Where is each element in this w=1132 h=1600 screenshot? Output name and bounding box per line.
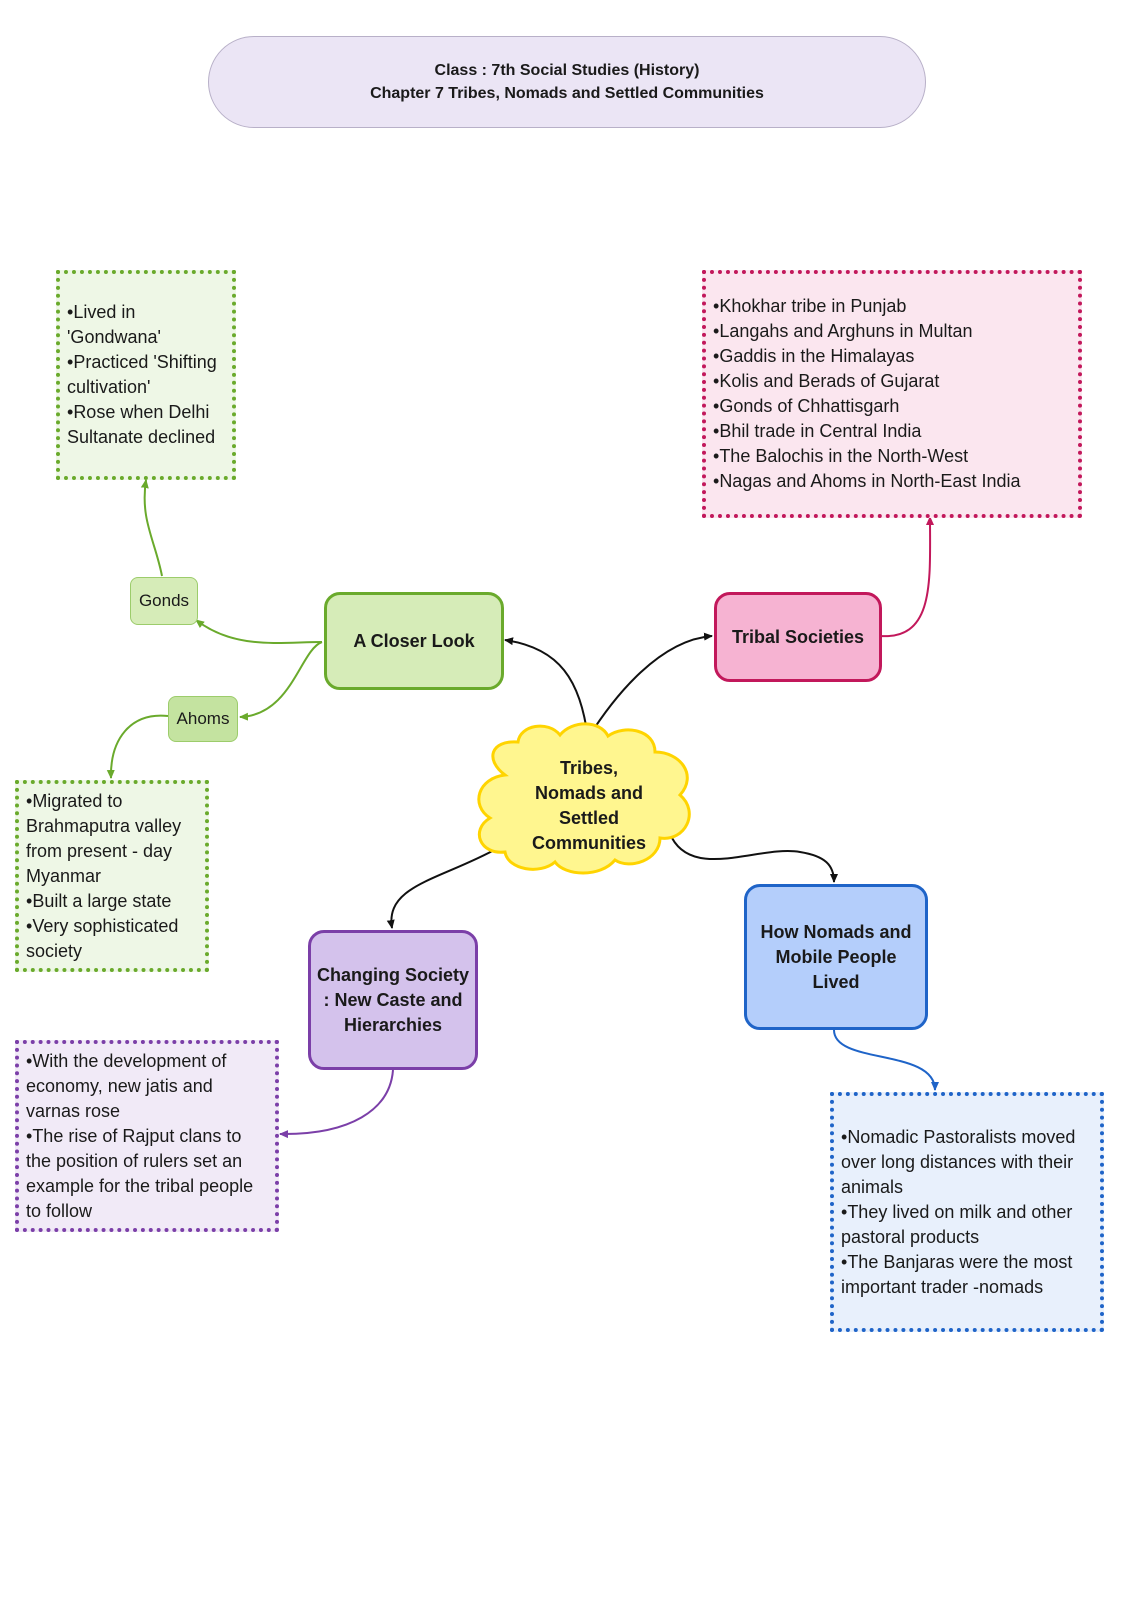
nomads-notes-box: Nomadic Pastoralists moved over long dis… xyxy=(830,1092,1104,1332)
ahoms-notes-box: Migrated to Brahmaputra valley from pres… xyxy=(15,780,209,972)
changing-society-node: Changing Society : New Caste and Hierarc… xyxy=(308,930,478,1070)
gonds-note-item: Rose when Delhi Sultanate declined xyxy=(67,400,225,450)
center-line: Tribes, xyxy=(559,758,619,778)
center-cloud-shape xyxy=(477,722,691,875)
link-gonds-note xyxy=(140,479,163,577)
changing-society-label: Changing Society : New Caste and Hierarc… xyxy=(316,964,469,1035)
gonds-label: Gonds xyxy=(138,591,190,610)
ahoms-note-item: Migrated to Brahmaputra valley from pres… xyxy=(26,789,198,889)
nomads-node: How Nomads and Mobile People Lived xyxy=(744,884,928,1030)
gonds-note-item: Lived in 'Gondwana' xyxy=(67,300,225,350)
tribal-note-item: Langahs and Arghuns in Multan xyxy=(713,319,1071,344)
center-line: Communities xyxy=(531,833,646,853)
tribal-note-item: Gaddis in the Himalayas xyxy=(713,344,1071,369)
tribal-note-item: Bhil trade in Central India xyxy=(713,419,1071,444)
nomads-note-item: The Banjaras were the most important tra… xyxy=(841,1250,1093,1300)
link-center-changing-society xyxy=(386,847,499,929)
tribal-note-item: The Balochis in the North-West xyxy=(713,444,1071,469)
changing-note-item: With the development of economy, new jat… xyxy=(26,1049,268,1124)
tribal-note-item: Nagas and Ahoms in North-East India xyxy=(713,469,1071,494)
chapter-title-banner: Class : 7th Social Studies (History) Cha… xyxy=(208,36,926,128)
link-ahoms-note xyxy=(106,714,169,779)
nomads-note-item: They lived on milk and other pastoral pr… xyxy=(841,1200,1093,1250)
class-label: Class : 7th Social Studies (History) xyxy=(434,62,700,79)
link-center-closer-look xyxy=(504,637,589,739)
tribal-note-item: Kolis and Berads of Gujarat xyxy=(713,369,1071,394)
nomads-label: How Nomads and Mobile People Lived xyxy=(760,921,912,992)
center-topic: Tribes, Nomads and Settled Communities xyxy=(500,750,678,862)
closer-look-label: A Closer Look xyxy=(353,630,475,651)
center-line: Nomads and xyxy=(534,783,644,803)
nomads-note-item: Nomadic Pastoralists moved over long dis… xyxy=(841,1125,1093,1200)
gonds-note-item: Practiced 'Shifting cultivation' xyxy=(67,350,225,400)
gonds-node: Gonds xyxy=(130,577,198,625)
tribal-note-item: Gonds of Chhattisgarh xyxy=(713,394,1071,419)
link-changing-note xyxy=(279,1069,394,1139)
link-center-nomads xyxy=(671,837,838,883)
changing-society-notes-box: With the development of economy, new jat… xyxy=(15,1040,279,1232)
tribal-societies-node: Tribal Societies xyxy=(714,592,882,682)
link-center-tribal-societies xyxy=(587,632,713,739)
tribal-notes-box: Khokhar tribe in Punjab Langahs and Argh… xyxy=(702,270,1082,518)
gonds-notes-box: Lived in 'Gondwana' Practiced 'Shifting … xyxy=(56,270,236,480)
chapter-label: Chapter 7 Tribes, Nomads and Settled Com… xyxy=(370,85,764,102)
link-closer-ahoms xyxy=(239,641,323,721)
tribal-societies-label: Tribal Societies xyxy=(731,626,865,647)
ahoms-note-item: Built a large state xyxy=(26,889,198,914)
link-tribal-note xyxy=(879,516,935,638)
ahoms-label: Ahoms xyxy=(176,709,230,728)
center-line: Settled xyxy=(558,808,619,828)
changing-note-item: The rise of Rajput clans to the position… xyxy=(26,1124,268,1224)
closer-look-node: A Closer Look xyxy=(324,592,504,690)
link-closer-gonds xyxy=(195,619,323,644)
ahoms-note-item: Very sophisticated society xyxy=(26,914,198,964)
link-nomads-note xyxy=(833,1029,939,1091)
tribal-note-item: Khokhar tribe in Punjab xyxy=(713,294,1071,319)
ahoms-node: Ahoms xyxy=(168,696,238,742)
